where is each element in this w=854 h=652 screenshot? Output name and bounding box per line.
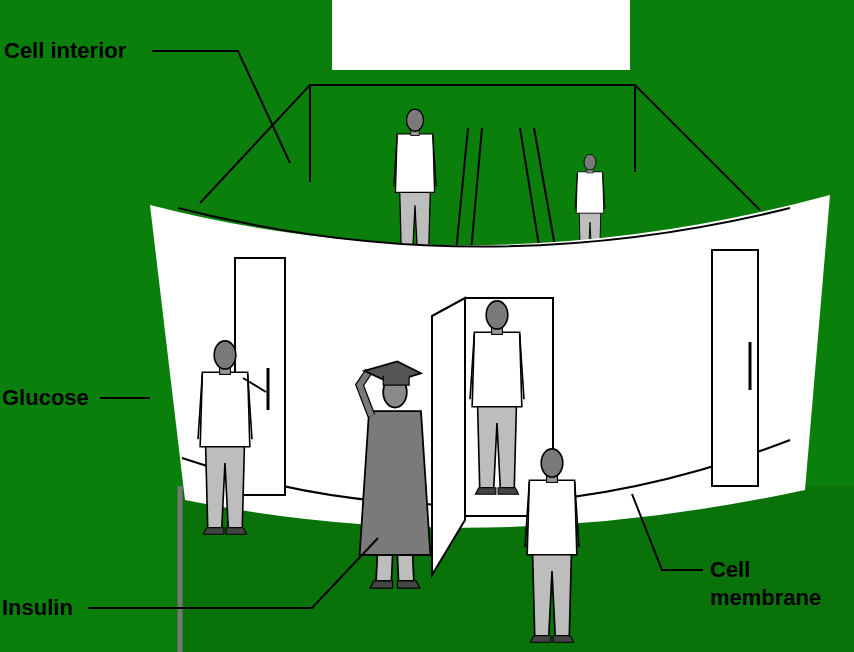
leader-line	[88, 51, 703, 608]
glucose-figure	[198, 341, 252, 534]
glucose-figure	[394, 109, 437, 261]
blank-panel	[332, 0, 630, 70]
part-label: Glucose	[2, 384, 89, 412]
part-label: Cell interior	[4, 37, 126, 65]
open-door	[432, 298, 465, 575]
insulin-figure	[360, 361, 431, 588]
glucose-figure	[525, 449, 579, 642]
room-outline	[200, 85, 760, 252]
glucose-figure	[470, 301, 524, 494]
arm	[243, 378, 266, 392]
door	[712, 250, 758, 486]
cell-membrane-wall	[150, 195, 830, 528]
part-label: Cell membrane	[710, 556, 832, 612]
floor-edge	[178, 486, 183, 652]
part-label: Insulin	[2, 594, 73, 622]
wall-edge	[178, 208, 790, 247]
